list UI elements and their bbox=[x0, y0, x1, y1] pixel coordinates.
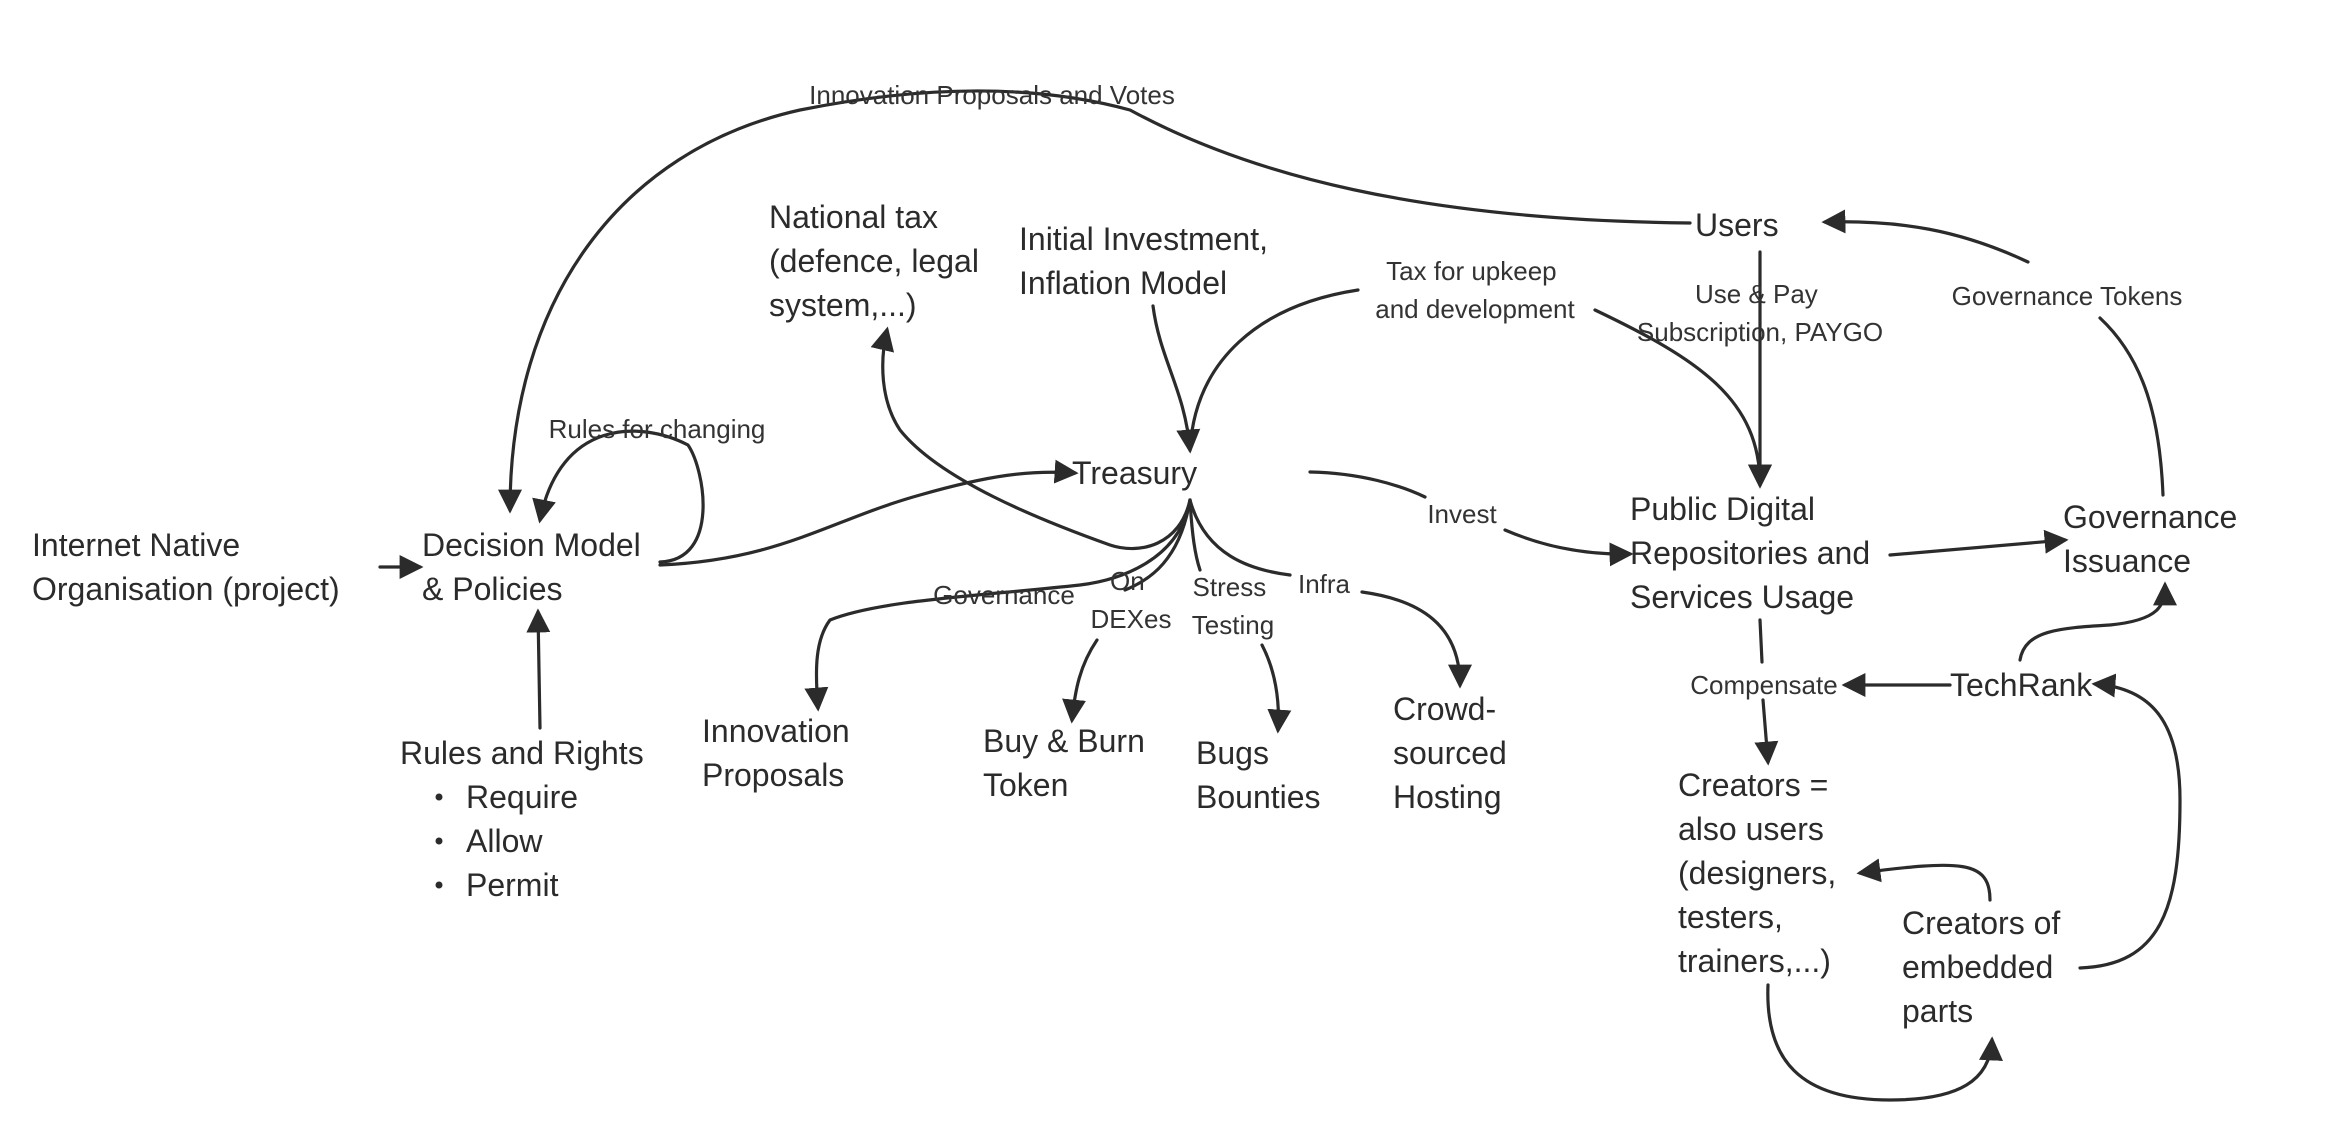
node-users: Users bbox=[1695, 207, 1779, 243]
edge-rules-rights-to-decision-model bbox=[526, 608, 551, 730]
node-buy-burn-token: Buy & Burn Token bbox=[983, 723, 1154, 803]
edge-initial-investment-to-treasury bbox=[1151, 304, 1201, 454]
edge-treasury-to-buy-burn bbox=[1072, 498, 1192, 720]
node-internet-native-organisation: Internet Native Organisation (project) bbox=[32, 527, 340, 607]
edge-decision-model-to-treasury bbox=[658, 459, 1079, 567]
edge-treasury-to-bugs-bounties bbox=[1188, 498, 1278, 730]
node-governance-issuance: Governance Issuance bbox=[2063, 499, 2246, 579]
node-national-tax: National tax (defence, legal system,...) bbox=[769, 199, 988, 323]
edge-label-governance-tokens: Governance Tokens bbox=[1952, 281, 2183, 311]
bullet-permit: Permit bbox=[466, 867, 559, 903]
node-treasury: Treasury bbox=[1072, 455, 1197, 491]
edge-treasury-to-national-tax bbox=[870, 326, 1192, 551]
edge-label-on-dexes: On DEXes bbox=[1091, 566, 1172, 634]
node-techrank: TechRank bbox=[1950, 667, 2093, 703]
node-public-digital-repositories: Public Digital Repositories and Services… bbox=[1630, 491, 1879, 615]
node-crowd-sourced-hosting: Crowd- sourced Hosting bbox=[1393, 691, 1516, 815]
edge-users-to-decision-model bbox=[498, 89, 1692, 514]
edge-governance-issuance-to-users bbox=[1825, 222, 2165, 497]
node-creators-also-users: Creators = also users (designers, tester… bbox=[1678, 767, 1845, 979]
edge-labels: Innovation Proposals and Votes Rules for… bbox=[549, 80, 2183, 700]
edge-label-stress-testing: Stress Testing bbox=[1192, 572, 1274, 640]
edge-label-infra: Infra bbox=[1298, 569, 1351, 599]
edge-rules-for-changing-loop bbox=[532, 429, 705, 564]
edge-label-tax-upkeep: Tax for upkeep and development bbox=[1375, 256, 1575, 324]
edge-tax-upkeep-to-public-digital bbox=[1593, 308, 1772, 489]
edge-creators-to-creators-embedded bbox=[1766, 983, 2003, 1102]
edge-label-invest: Invest bbox=[1427, 499, 1497, 529]
edge-label-use-pay: Use & Pay Subscription, PAYGO bbox=[1637, 279, 1883, 347]
node-bugs-bounties: Bugs Bounties bbox=[1196, 735, 1321, 815]
edge-treasury-to-crowd-hosting bbox=[1188, 498, 1460, 685]
edge-treasury-to-public-digital bbox=[1308, 470, 1630, 554]
bullet-icon bbox=[435, 881, 443, 889]
edge-techrank-to-governance-issuance bbox=[2018, 581, 2177, 662]
edge-tax-upkeep-to-treasury bbox=[1188, 288, 1360, 452]
bullet-icon bbox=[435, 837, 443, 845]
edges bbox=[378, 89, 2182, 1102]
node-initial-investment: Initial Investment, Inflation Model bbox=[1019, 221, 1277, 301]
node-rules-and-rights: Rules and Rights bbox=[400, 735, 644, 771]
bullet-allow: Allow bbox=[466, 823, 543, 859]
nodes: Internet Native Organisation (project) D… bbox=[32, 199, 2246, 1029]
edge-treasury-to-innovation-proposals bbox=[804, 498, 1192, 712]
bullet-require: Require bbox=[466, 779, 578, 815]
edge-creators-embedded-to-creators bbox=[1856, 858, 1992, 902]
node-innovation-proposals: Innovation Proposals bbox=[702, 713, 859, 793]
bullet-icon bbox=[435, 793, 443, 801]
edge-label-rules-changing: Rules for changing bbox=[549, 414, 766, 444]
edge-label-compensate: Compensate bbox=[1690, 670, 1837, 700]
rules-rights-bullet-list: Require Allow Permit bbox=[435, 779, 578, 903]
node-decision-model: Decision Model & Policies bbox=[422, 527, 650, 607]
edge-public-digital-to-governance-issuance bbox=[1888, 529, 2069, 557]
node-creators-embedded-parts: Creators of embedded parts bbox=[1902, 905, 2069, 1029]
edge-label-innovation-votes: Innovation Proposals and Votes bbox=[809, 80, 1175, 110]
edge-public-digital-to-creators bbox=[1760, 618, 1768, 762]
edge-label-governance: Governance bbox=[933, 580, 1075, 610]
edge-creators-embedded-to-techrank bbox=[2078, 673, 2182, 970]
